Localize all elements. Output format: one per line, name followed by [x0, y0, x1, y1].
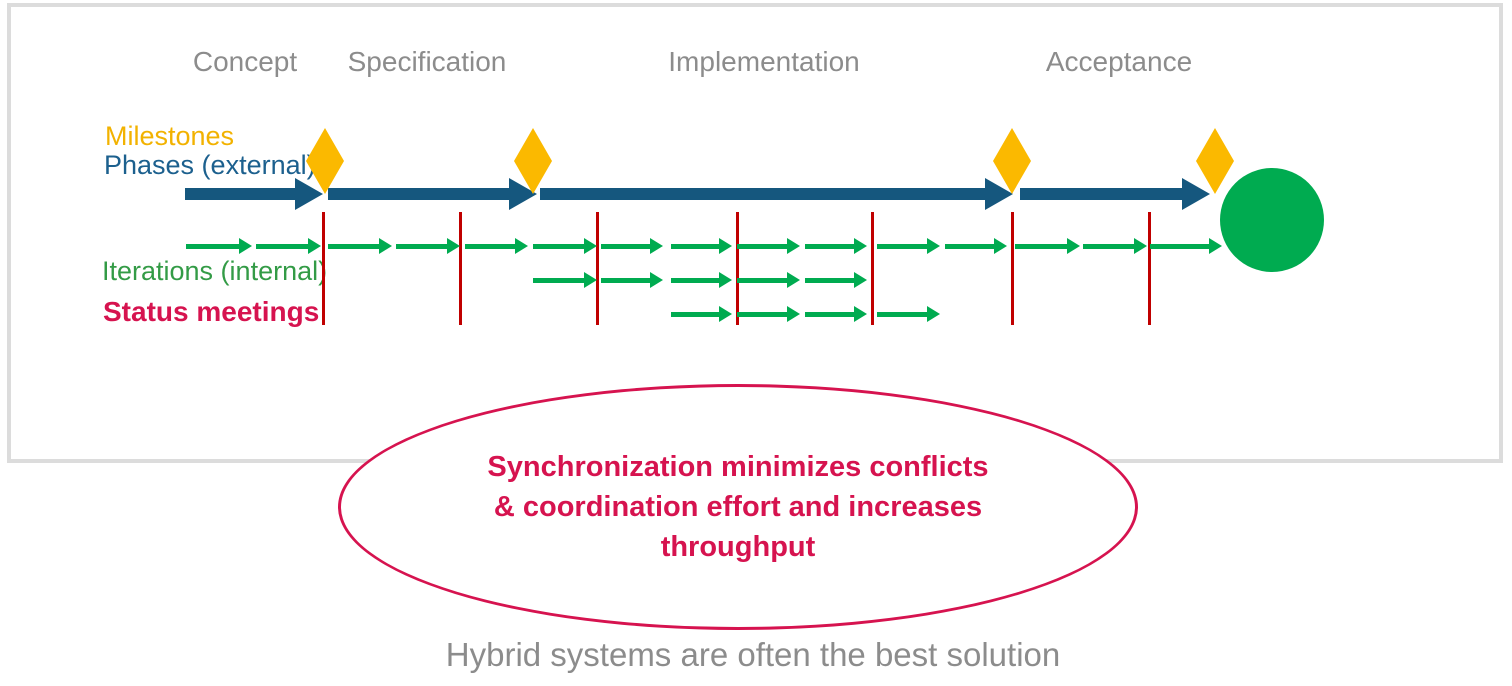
phase-label: Concept: [192, 46, 298, 77]
legend-iterations-label: Iterations (internal): [102, 256, 328, 286]
iteration-arrow-head-icon: [854, 238, 867, 254]
status-meeting-line: [322, 212, 325, 325]
callout-text-line: & coordination effort and increases: [493, 491, 983, 523]
iteration-arrow-head-icon: [650, 272, 663, 288]
legend-phases-label: Phases (external): [104, 150, 316, 180]
status-meeting-line: [871, 212, 874, 325]
phase-arrow-bar: [540, 188, 987, 200]
iteration-arrow-head-icon: [515, 238, 528, 254]
iteration-arrow-bar: [1150, 244, 1210, 249]
footer-caption: Hybrid systems are often the best soluti…: [445, 636, 1061, 673]
phase-arrow-head-icon: [295, 178, 323, 210]
iteration-arrow-head-icon: [239, 238, 252, 254]
iteration-arrow-head-icon: [719, 238, 732, 254]
iteration-arrow-bar: [737, 278, 788, 283]
iteration-arrow-bar: [805, 244, 855, 249]
status-meeting-line: [736, 212, 739, 325]
iteration-arrow-bar: [671, 244, 720, 249]
iteration-arrow-bar: [671, 278, 720, 283]
iteration-arrow-head-icon: [1134, 238, 1147, 254]
status-meeting-line: [1148, 212, 1151, 325]
phase-arrow-bar: [185, 188, 297, 200]
iteration-arrow-bar: [533, 278, 585, 283]
iteration-arrow-bar: [396, 244, 448, 249]
status-meeting-line: [1011, 212, 1014, 325]
iteration-arrow-head-icon: [787, 272, 800, 288]
iteration-arrow-head-icon: [1067, 238, 1080, 254]
iteration-arrow-head-icon: [854, 272, 867, 288]
iteration-arrow-head-icon: [584, 272, 597, 288]
phase-label: Acceptance: [1045, 46, 1193, 77]
iteration-arrow-head-icon: [308, 238, 321, 254]
phase-arrow-bar: [1020, 188, 1184, 200]
iteration-arrow-head-icon: [719, 306, 732, 322]
iteration-arrow-head-icon: [927, 238, 940, 254]
callout-text-line: throughput: [660, 531, 816, 563]
callout-ellipse: Synchronization minimizes conflicts & co…: [338, 384, 1138, 630]
iteration-arrow-bar: [256, 244, 309, 249]
iteration-arrow-bar: [601, 278, 651, 283]
iteration-arrow-head-icon: [787, 238, 800, 254]
iteration-arrow-head-icon: [994, 238, 1007, 254]
iteration-arrow-bar: [877, 244, 928, 249]
phase-arrow-head-icon: [1182, 178, 1210, 210]
iteration-arrow-bar: [945, 244, 995, 249]
iteration-arrow-head-icon: [650, 238, 663, 254]
iteration-arrow-bar: [328, 244, 380, 249]
iteration-arrow-head-icon: [719, 272, 732, 288]
iteration-arrow-bar: [805, 312, 855, 317]
iteration-arrow-head-icon: [854, 306, 867, 322]
iteration-arrow-bar: [805, 278, 855, 283]
iteration-arrow-bar: [533, 244, 585, 249]
iteration-arrow-bar: [186, 244, 240, 249]
iteration-arrow-head-icon: [584, 238, 597, 254]
iteration-arrow-bar: [465, 244, 516, 249]
status-meeting-line: [596, 212, 599, 325]
iteration-arrow-head-icon: [1209, 238, 1222, 254]
iteration-arrow-head-icon: [379, 238, 392, 254]
phase-label: Specification: [347, 46, 507, 77]
iteration-arrow-bar: [671, 312, 720, 317]
iteration-arrow-head-icon: [927, 306, 940, 322]
iteration-arrow-bar: [1083, 244, 1135, 249]
iteration-arrow-bar: [737, 312, 788, 317]
iteration-arrow-bar: [601, 244, 651, 249]
callout-text-line: Synchronization minimizes conflicts: [487, 451, 989, 483]
iteration-arrow-bar: [1015, 244, 1068, 249]
phase-label: Implementation: [668, 46, 860, 77]
legend-milestones-label: Milestones: [105, 121, 235, 151]
legend-status-meetings-label: Status meetings: [103, 296, 320, 327]
iteration-arrow-head-icon: [787, 306, 800, 322]
iteration-arrow-bar: [877, 312, 928, 317]
end-circle-icon: [1220, 168, 1324, 272]
iteration-arrow-head-icon: [447, 238, 460, 254]
status-meeting-line: [459, 212, 462, 325]
phase-arrow-bar: [328, 188, 511, 200]
iteration-arrow-bar: [737, 244, 788, 249]
